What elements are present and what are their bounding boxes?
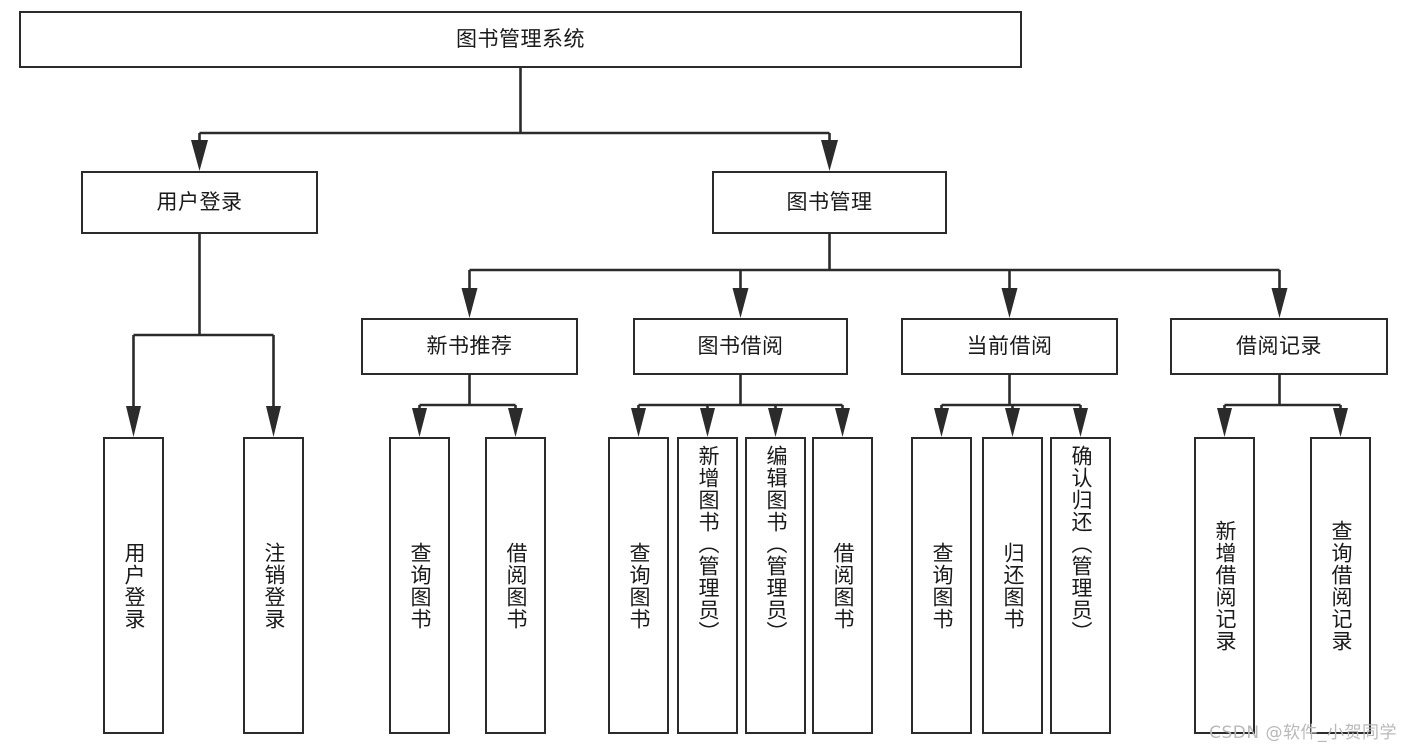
node-leaf-edit-book[interactable]: 编辑图书（管理员） bbox=[745, 437, 806, 734]
node-current-borrow[interactable]: 当前借阅 bbox=[901, 318, 1118, 375]
node-label: 查询图书 bbox=[626, 541, 651, 630]
arrow-root-to-user-login bbox=[191, 140, 208, 171]
arrow-user-login-to-leaf1 bbox=[126, 406, 141, 437]
arrow-record-to-leaf2 bbox=[1333, 408, 1348, 437]
node-label: 借阅图书 bbox=[830, 541, 855, 630]
arrow-current-to-leaf2 bbox=[1005, 408, 1020, 437]
arrow-book-manage-to-c3 bbox=[1001, 288, 1018, 318]
node-label: 注销登录 bbox=[261, 541, 286, 630]
arrow-borrow-to-leaf1 bbox=[631, 408, 646, 437]
arrow-record-to-leaf1 bbox=[1217, 408, 1232, 437]
watermark-text: CSDN @软件_小贺同学 bbox=[1209, 723, 1397, 743]
node-label: 归还图书 bbox=[1000, 541, 1025, 630]
node-leaf-user-login[interactable]: 用户登录 bbox=[103, 437, 164, 734]
node-leaf-borrow-book-recommend[interactable]: 借阅图书 bbox=[485, 437, 546, 734]
node-leaf-add-borrow-record[interactable]: 新增借阅记录 bbox=[1194, 437, 1255, 734]
node-label: 用户登录 bbox=[121, 541, 146, 630]
node-label: 图书管理 bbox=[786, 189, 873, 214]
node-label: 借阅图书 bbox=[503, 541, 528, 630]
node-leaf-query-borrow-record[interactable]: 查询借阅记录 bbox=[1310, 437, 1371, 734]
arrow-book-manage-to-c1 bbox=[461, 288, 478, 318]
node-leaf-borrow-book[interactable]: 借阅图书 bbox=[812, 437, 873, 734]
node-label: 当前借阅 bbox=[966, 333, 1053, 358]
node-label: 图书借阅 bbox=[697, 333, 784, 358]
arrow-borrow-to-leaf2 bbox=[700, 408, 715, 437]
arrow-book-manage-to-c2 bbox=[732, 288, 749, 318]
node-leaf-logout[interactable]: 注销登录 bbox=[243, 437, 304, 734]
node-book-management-system[interactable]: 图书管理系统 bbox=[19, 11, 1022, 68]
node-new-book-recommend[interactable]: 新书推荐 bbox=[361, 318, 578, 375]
node-user-login[interactable]: 用户登录 bbox=[81, 171, 318, 234]
node-label: 确认归还（管理员） bbox=[1068, 445, 1093, 643]
node-leaf-query-book-current[interactable]: 查询图书 bbox=[911, 437, 972, 734]
arrow-current-to-leaf1 bbox=[934, 408, 949, 437]
arrow-root-to-book-manage bbox=[821, 140, 838, 171]
node-label: 查询图书 bbox=[407, 541, 432, 630]
arrow-current-to-leaf3 bbox=[1073, 408, 1088, 437]
node-label: 图书管理系统 bbox=[456, 26, 585, 51]
arrow-recommend-to-leaf1 bbox=[412, 408, 427, 437]
node-leaf-add-book[interactable]: 新增图书（管理员） bbox=[677, 437, 738, 734]
node-leaf-confirm-return[interactable]: 确认归还（管理员） bbox=[1050, 437, 1111, 734]
arrow-recommend-to-leaf2 bbox=[508, 408, 523, 437]
node-leaf-query-book-recommend[interactable]: 查询图书 bbox=[389, 437, 450, 734]
node-label: 新增借阅记录 bbox=[1212, 519, 1237, 652]
node-book-management[interactable]: 图书管理 bbox=[712, 171, 947, 234]
arrow-user-login-to-leaf2 bbox=[266, 406, 281, 437]
arrow-borrow-to-leaf3 bbox=[768, 408, 783, 437]
node-label: 借阅记录 bbox=[1236, 333, 1322, 358]
node-leaf-return-book[interactable]: 归还图书 bbox=[982, 437, 1043, 734]
arrow-book-manage-to-c4 bbox=[1271, 288, 1288, 318]
arrow-borrow-to-leaf4 bbox=[835, 408, 850, 437]
node-label: 编辑图书（管理员） bbox=[763, 445, 788, 643]
node-label: 用户登录 bbox=[156, 189, 243, 214]
node-leaf-query-book-borrow[interactable]: 查询图书 bbox=[608, 437, 669, 734]
node-label: 查询借阅记录 bbox=[1328, 519, 1353, 652]
node-label: 查询图书 bbox=[929, 541, 954, 630]
node-label: 新增图书（管理员） bbox=[695, 445, 720, 643]
node-borrow-record[interactable]: 借阅记录 bbox=[1170, 318, 1388, 375]
node-label: 新书推荐 bbox=[426, 333, 513, 358]
node-book-borrow[interactable]: 图书借阅 bbox=[633, 318, 848, 375]
